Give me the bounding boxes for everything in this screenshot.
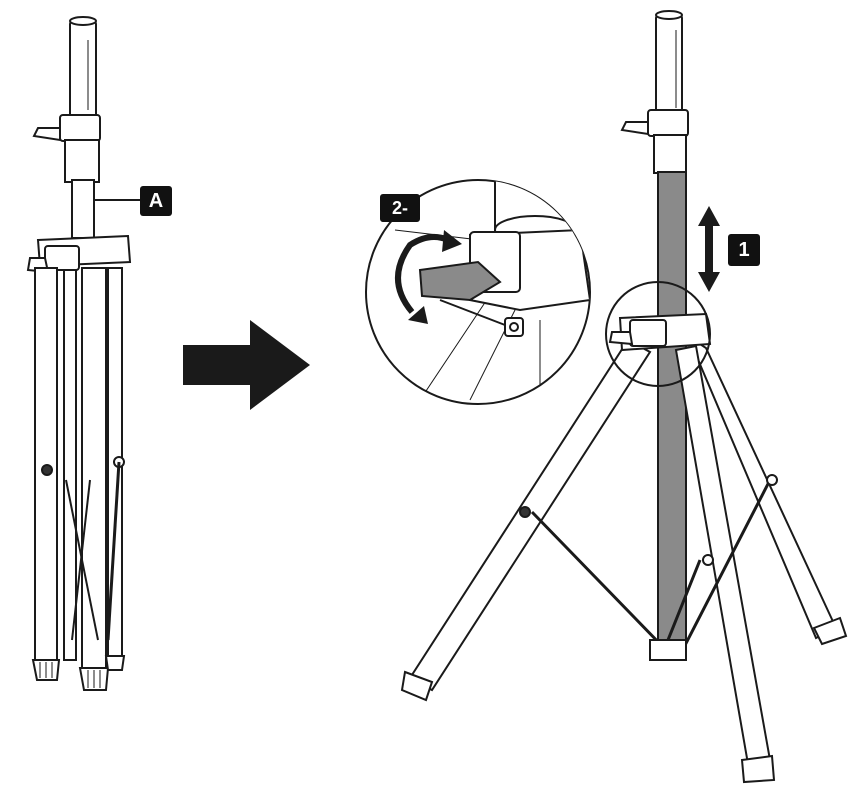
zoom-inset [365,179,591,405]
rotate-arrow-icon [395,230,462,324]
up-down-arrow-icon [698,206,720,292]
right-arrow-icon [183,320,310,410]
pivot-highlight [605,281,711,387]
folded-stand [26,16,135,691]
extended-stand [400,10,848,784]
callout-a: A [140,186,172,216]
callout-step-2: 2- [380,194,420,222]
callout-step-1: 1 [728,234,760,266]
